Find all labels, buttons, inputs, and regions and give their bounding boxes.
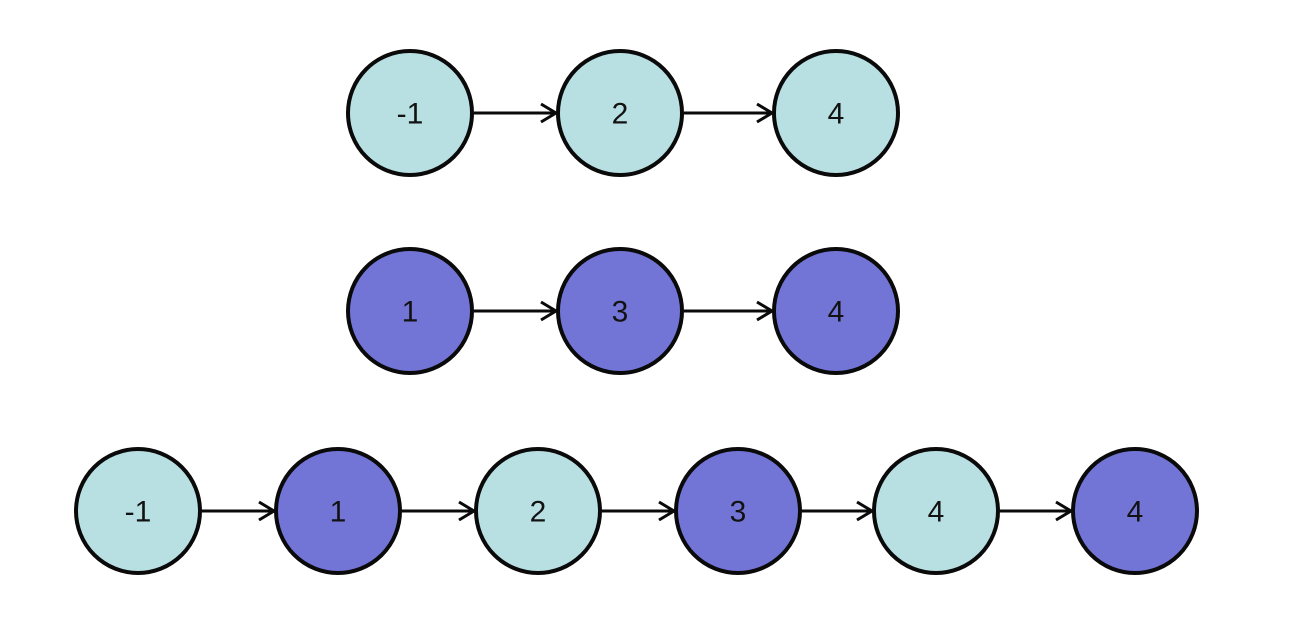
node-circle[interactable] — [346, 49, 474, 177]
list-node[interactable]: 3 — [674, 447, 802, 575]
list-node[interactable]: -1 — [346, 49, 474, 177]
node-label: 3 — [730, 496, 747, 529]
node-circle[interactable] — [274, 447, 402, 575]
list-node[interactable]: 2 — [474, 447, 602, 575]
list-row-list-merged: -1 1 2 3 4 4 — [74, 447, 1199, 575]
node-circle[interactable] — [772, 247, 900, 375]
node-circle[interactable] — [556, 49, 684, 177]
node-circle[interactable] — [772, 49, 900, 177]
list-node[interactable]: 1 — [274, 447, 402, 575]
list-node[interactable]: -1 — [74, 447, 202, 575]
node-label: 4 — [928, 496, 945, 529]
node-label: -1 — [397, 98, 424, 131]
node-label: 1 — [402, 296, 419, 329]
list-node[interactable]: 1 — [346, 247, 474, 375]
list-node[interactable]: 4 — [872, 447, 1000, 575]
node-label: 4 — [828, 98, 845, 131]
node-circle[interactable] — [556, 247, 684, 375]
node-label: -1 — [125, 496, 152, 529]
node-circle[interactable] — [872, 447, 1000, 575]
node-label: 4 — [828, 296, 845, 329]
node-label: 2 — [612, 98, 629, 131]
node-circle[interactable] — [474, 447, 602, 575]
list-node[interactable]: 4 — [772, 247, 900, 375]
list-node[interactable]: 4 — [772, 49, 900, 177]
list-row-list-a: -1 2 4 — [346, 49, 900, 177]
node-label: 1 — [330, 496, 347, 529]
list-node[interactable]: 4 — [1071, 447, 1199, 575]
node-label: 4 — [1127, 496, 1144, 529]
node-circle[interactable] — [674, 447, 802, 575]
node-circle[interactable] — [1071, 447, 1199, 575]
list-row-list-b: 1 3 4 — [346, 247, 900, 375]
list-node[interactable]: 2 — [556, 49, 684, 177]
diagram-rows: -1 2 4 1 3 4 -1 1 2 3 4 4 — [74, 49, 1199, 575]
node-circle[interactable] — [74, 447, 202, 575]
node-label: 2 — [530, 496, 547, 529]
list-node[interactable]: 3 — [556, 247, 684, 375]
node-circle[interactable] — [346, 247, 474, 375]
node-label: 3 — [612, 296, 629, 329]
